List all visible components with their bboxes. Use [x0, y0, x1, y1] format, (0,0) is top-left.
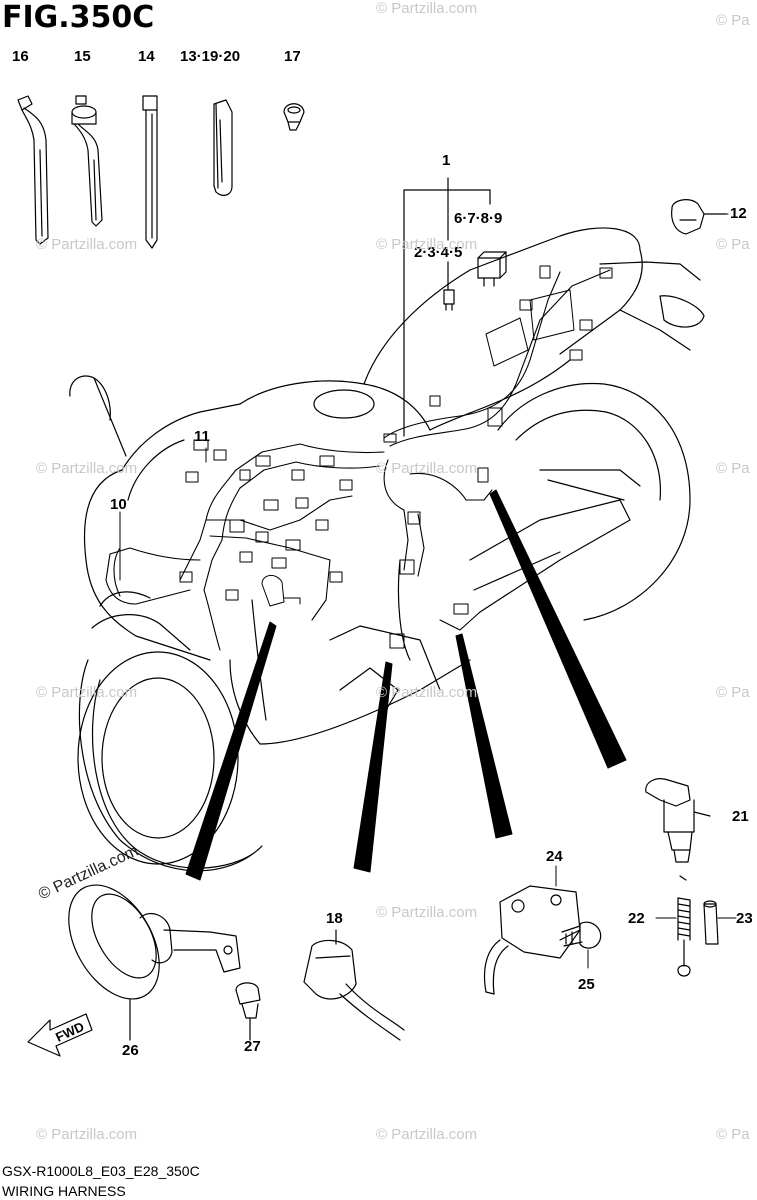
callout-24: 24 [546, 848, 563, 865]
harness-connectors [179, 265, 613, 649]
callout-10: 10 [110, 496, 127, 513]
watermark: © Partzilla.com [376, 0, 478, 17]
switch-24[interactable] [483, 885, 581, 995]
fwd-label: FWD [53, 1019, 86, 1045]
callout-leaders [119, 213, 737, 1041]
harness-clamp-13[interactable] [213, 99, 233, 196]
watermark: © Partzilla.com [36, 684, 138, 701]
sensor-18[interactable] [303, 929, 405, 1041]
callout-13-19-20: 13·19·20 [180, 48, 241, 65]
callout-23: 23 [736, 910, 753, 927]
watermark: © Partzilla.com [376, 236, 478, 253]
callout-15: 15 [74, 48, 91, 65]
cable-tie-16[interactable] [17, 95, 49, 245]
callout-11: 11 [194, 428, 210, 445]
sensor-21[interactable] [645, 778, 711, 863]
callout-17: 17 [284, 48, 301, 65]
callout-1: 1 [442, 152, 451, 169]
callout-14: 14 [138, 48, 155, 65]
callout-22: 22 [628, 910, 645, 927]
callout-18: 18 [326, 910, 343, 927]
callout-6-7-8-9: 6·7·8·9 [454, 210, 503, 227]
watermark: © Pa [716, 236, 750, 253]
pin-23[interactable] [703, 900, 719, 945]
callout-27: 27 [244, 1038, 261, 1055]
watermark: © Partzilla.com [36, 460, 138, 477]
watermark: © Pa [716, 684, 750, 701]
figure-code: GSX-R1000L8_E03_E28_350C [2, 1163, 200, 1179]
leader-lines-1 [403, 177, 491, 437]
callout-26: 26 [122, 1042, 139, 1059]
bolt-25[interactable] [559, 921, 602, 949]
fuse-2[interactable] [443, 289, 455, 311]
spring-22[interactable] [677, 875, 691, 977]
watermark: © Partzilla.com [376, 1126, 478, 1143]
pointer-wedges [185, 489, 627, 881]
figure-title: FIG.350C [2, 0, 155, 35]
callout-16: 16 [12, 48, 29, 65]
relay-6[interactable] [477, 251, 507, 287]
clamp-bolt-15[interactable] [71, 95, 103, 227]
watermark: © Pa [716, 460, 750, 477]
callout-12: 12 [730, 205, 747, 222]
motorcycle-outline [69, 227, 705, 872]
clip-17[interactable] [283, 103, 305, 131]
figure-name: WIRING HARNESS [2, 1183, 126, 1199]
callout-21: 21 [732, 808, 749, 825]
fwd-arrow [27, 1013, 93, 1057]
callout-2-3-4-5: 2·3·4·5 [414, 244, 463, 261]
horn-26[interactable] [50, 869, 241, 1041]
watermark: © Partzilla.com [376, 460, 478, 477]
connector-12[interactable] [671, 199, 727, 235]
bolt-27[interactable] [235, 982, 261, 1041]
watermark: © Pa [716, 12, 750, 29]
watermark: © Pa [716, 1126, 750, 1143]
watermark: © Partzilla.com [376, 684, 478, 701]
watermark: © Partzilla.com [376, 904, 478, 921]
watermark: © Partzilla.com [36, 1126, 138, 1143]
cable-tie-14[interactable] [142, 95, 158, 249]
main-wiring-harness[interactable] [105, 269, 611, 651]
watermark: © Partzilla.com [36, 236, 138, 253]
callout-25: 25 [578, 976, 595, 993]
